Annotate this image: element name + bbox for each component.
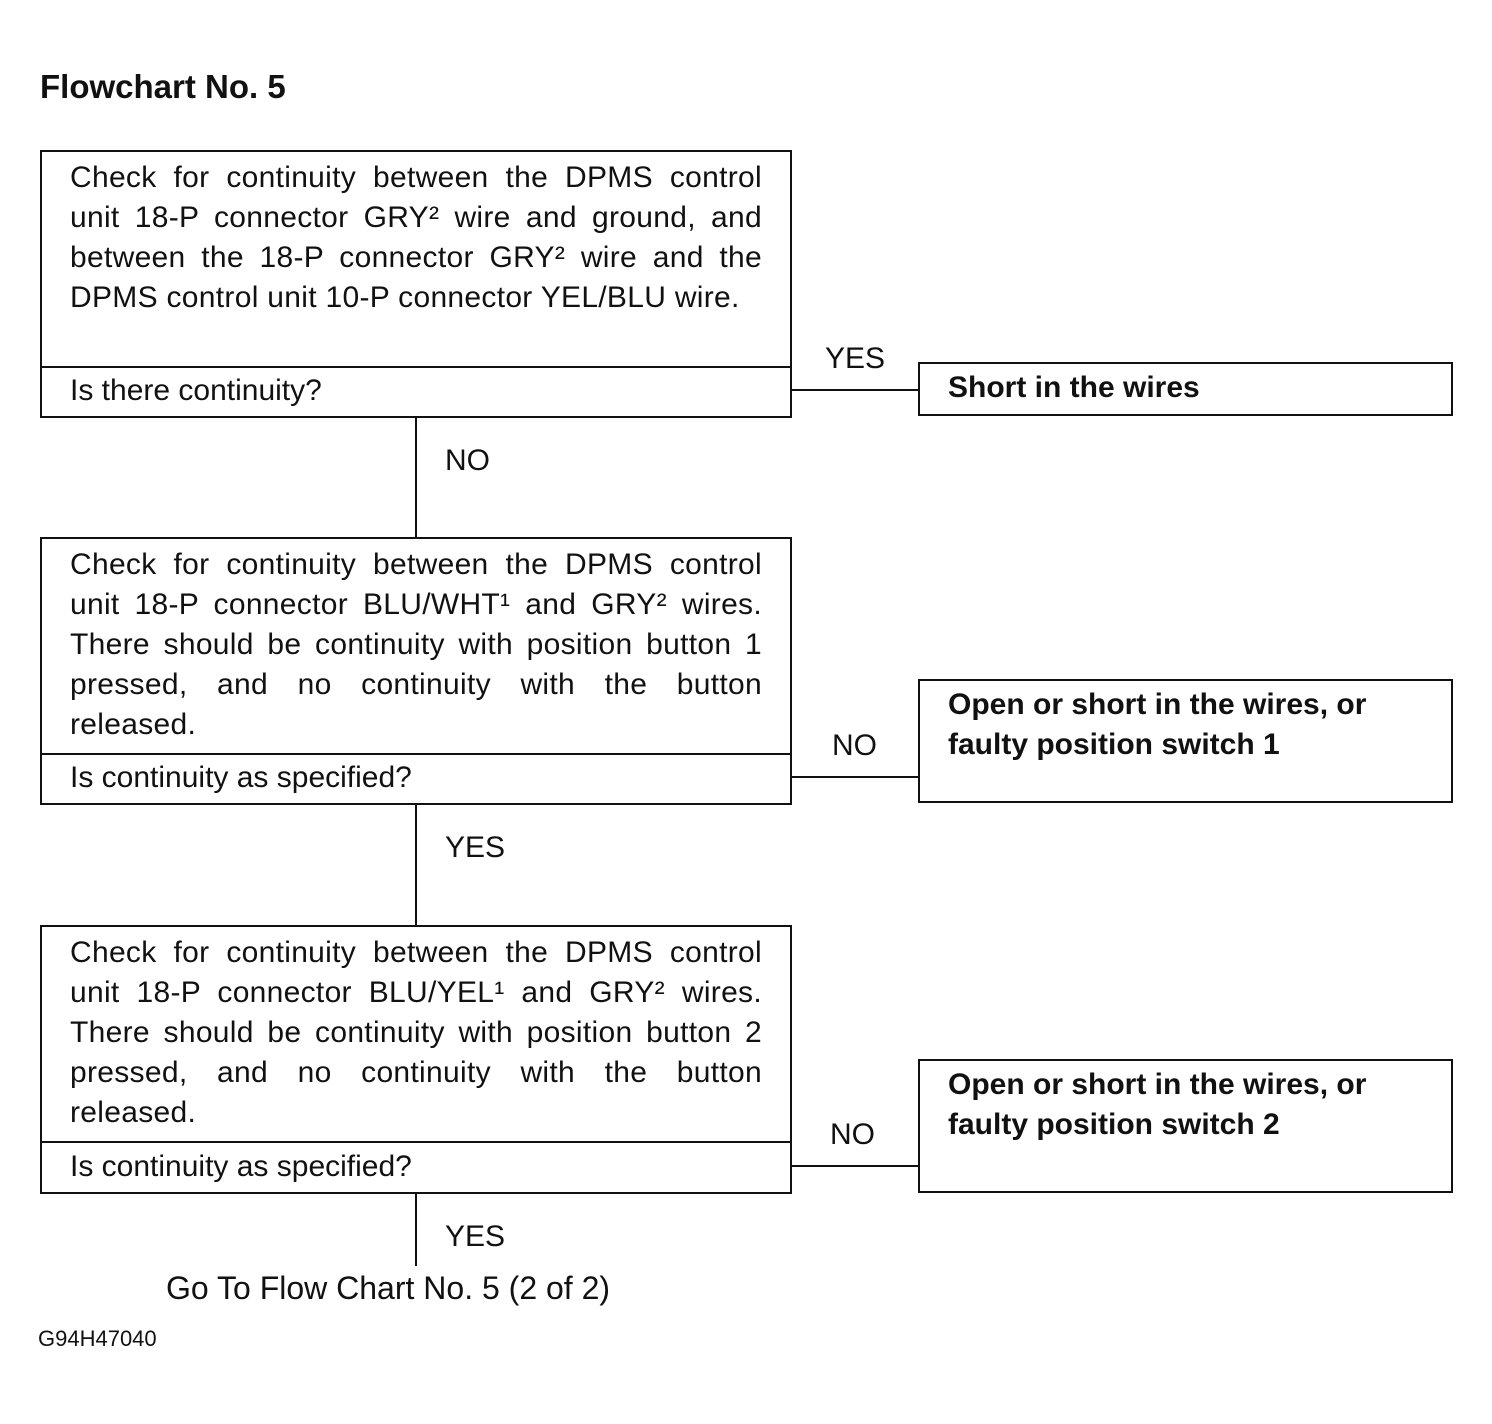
question-2: Is continuity as specified? [70,761,412,794]
check-text-2: Check for continuity between the DPMS co… [42,539,790,755]
connector-down-3 [415,1194,417,1266]
connector-yes-1 [792,389,918,391]
result-box-1: Short in the wires [918,362,1453,416]
next-label-1: NO [445,444,490,477]
question-1: Is there continuity? [70,374,322,407]
branch-label-2: NO [832,729,877,762]
connector-no-2 [792,776,918,778]
flowchart-title: Flowchart No. 5 [40,68,286,105]
check-text-3: Check for continuity between the DPMS co… [42,927,790,1143]
result-box-2: Open or short in the wires, or faulty po… [918,679,1453,803]
check-box-1: Check for continuity between the DPMS co… [40,150,792,418]
connector-no-3 [792,1165,918,1167]
check-box-2: Check for continuity between the DPMS co… [40,537,792,805]
check-text-1: Check for continuity between the DPMS co… [42,152,790,368]
question-3: Is continuity as specified? [70,1150,412,1183]
figure-code: G94H47040 [38,1326,157,1351]
connector-down-1 [415,418,417,537]
connector-down-2 [415,805,417,925]
check-box-3: Check for continuity between the DPMS co… [40,925,792,1194]
branch-label-1: YES [825,342,886,375]
footer-link-text: Go To Flow Chart No. 5 (2 of 2) [166,1270,611,1306]
next-label-2: YES [445,831,506,864]
next-label-3: YES [445,1220,506,1253]
result-box-3: Open or short in the wires, or faulty po… [918,1059,1453,1193]
branch-label-3: NO [830,1118,875,1151]
